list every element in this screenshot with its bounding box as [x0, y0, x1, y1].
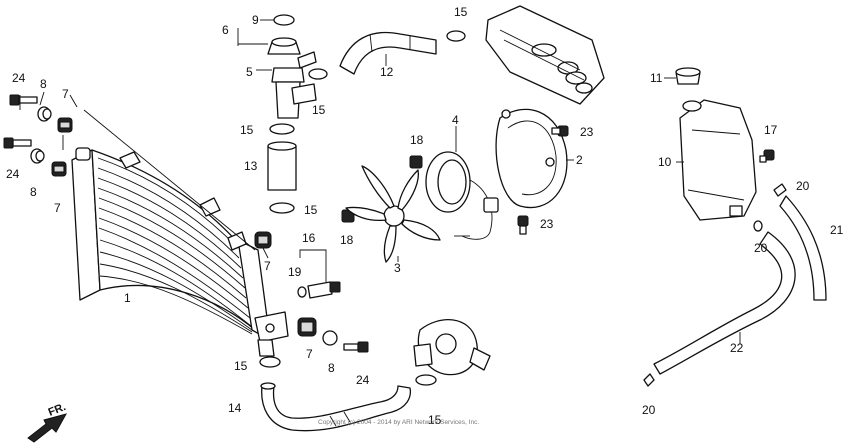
callout-9: 9	[252, 13, 259, 27]
collar-8-lower-right	[322, 330, 338, 346]
callout-2: 2	[576, 153, 583, 167]
front-direction-arrow	[27, 413, 68, 443]
callout-20-a: 20	[796, 179, 810, 193]
collar-8-lower	[30, 148, 45, 164]
radiator	[71, 147, 289, 357]
callout-7-lower: 7	[54, 201, 61, 215]
hose-clamp-15-d	[259, 356, 281, 368]
bolt-24-upper	[9, 94, 38, 106]
hose-clamp-15-c	[269, 202, 295, 214]
callout-23-upper: 23	[580, 125, 594, 139]
callout-6: 6	[222, 23, 229, 37]
callout-10: 10	[658, 155, 672, 169]
callout-16: 16	[302, 231, 316, 245]
callout-18-upper: 18	[410, 133, 424, 147]
bolt-17	[759, 149, 775, 163]
copyright-watermark: Copyright (c) 2004 - 2014 by ARI Network…	[318, 419, 479, 426]
nut-18-upper	[409, 155, 423, 169]
bolt-23-upper	[551, 125, 569, 137]
callout-15-top: 15	[454, 5, 468, 19]
clip-20-a	[773, 183, 787, 197]
callout-23-lower: 23	[540, 217, 554, 231]
hose-clamp-15-e	[415, 374, 437, 386]
callout-17: 17	[764, 123, 778, 137]
callout-14: 14	[228, 401, 242, 415]
thermo-switch	[297, 281, 341, 299]
fan-motor	[425, 151, 499, 240]
callout-7-right: 7	[264, 259, 271, 273]
grommet-7-right-upper	[254, 231, 272, 249]
callout-22: 22	[730, 341, 744, 355]
callout-15-a: 15	[312, 103, 326, 117]
callout-4: 4	[452, 113, 459, 127]
callout-8-lower-right: 8	[328, 361, 335, 375]
hose-13	[267, 141, 297, 191]
callout-15-d: 15	[234, 359, 248, 373]
clip-20-b	[753, 220, 763, 232]
callout-19: 19	[288, 265, 302, 279]
water-pump	[413, 319, 491, 376]
callout-3: 3	[394, 261, 401, 275]
callout-18-lower: 18	[340, 233, 354, 247]
hose-clamp-15-top	[446, 30, 466, 42]
grommet-7-lower	[51, 161, 67, 177]
reserve-tank	[679, 99, 757, 221]
callout-15-c: 15	[304, 203, 318, 217]
filler-neck-assembly	[267, 14, 317, 119]
callout-7-upper: 7	[62, 87, 69, 101]
grommet-7-upper	[57, 117, 73, 133]
callout-15-e: 15	[428, 413, 442, 427]
callout-1: 1	[124, 291, 131, 305]
hose-21	[779, 195, 827, 301]
callout-12: 12	[380, 65, 394, 79]
reserve-tank-cap	[675, 67, 701, 85]
collar-8-upper	[37, 106, 52, 122]
callout-8-upper: 8	[40, 77, 47, 91]
callout-5: 5	[246, 65, 253, 79]
callout-24-lower: 24	[6, 167, 20, 181]
hose-12	[339, 31, 437, 75]
callout-20-b: 20	[754, 241, 768, 255]
callout-7-lower-right: 7	[306, 347, 313, 361]
callout-8-lower: 8	[30, 185, 37, 199]
fan-blade	[345, 165, 441, 263]
hose-14	[260, 382, 412, 432]
bolt-24-lower-right	[343, 341, 369, 353]
callout-15-b: 15	[240, 123, 254, 137]
callout-11: 11	[650, 71, 663, 85]
hose-clamp-15-b	[269, 123, 295, 135]
callout-21: 21	[830, 223, 844, 237]
clip-20-c	[643, 373, 655, 387]
callout-24-lower-right: 24	[356, 373, 370, 387]
bolt-24-lower	[3, 137, 32, 149]
callout-24-upper: 24	[12, 71, 26, 85]
cylinder-head-cover	[485, 5, 605, 105]
callout-20-c: 20	[642, 403, 656, 417]
bolt-23-lower	[517, 215, 529, 235]
grommet-7-lower-right	[297, 317, 317, 337]
hose-clamp-15-a	[308, 68, 328, 80]
callout-13: 13	[244, 159, 258, 173]
overflow-tube-22	[653, 231, 796, 375]
fan-shroud	[495, 108, 568, 209]
